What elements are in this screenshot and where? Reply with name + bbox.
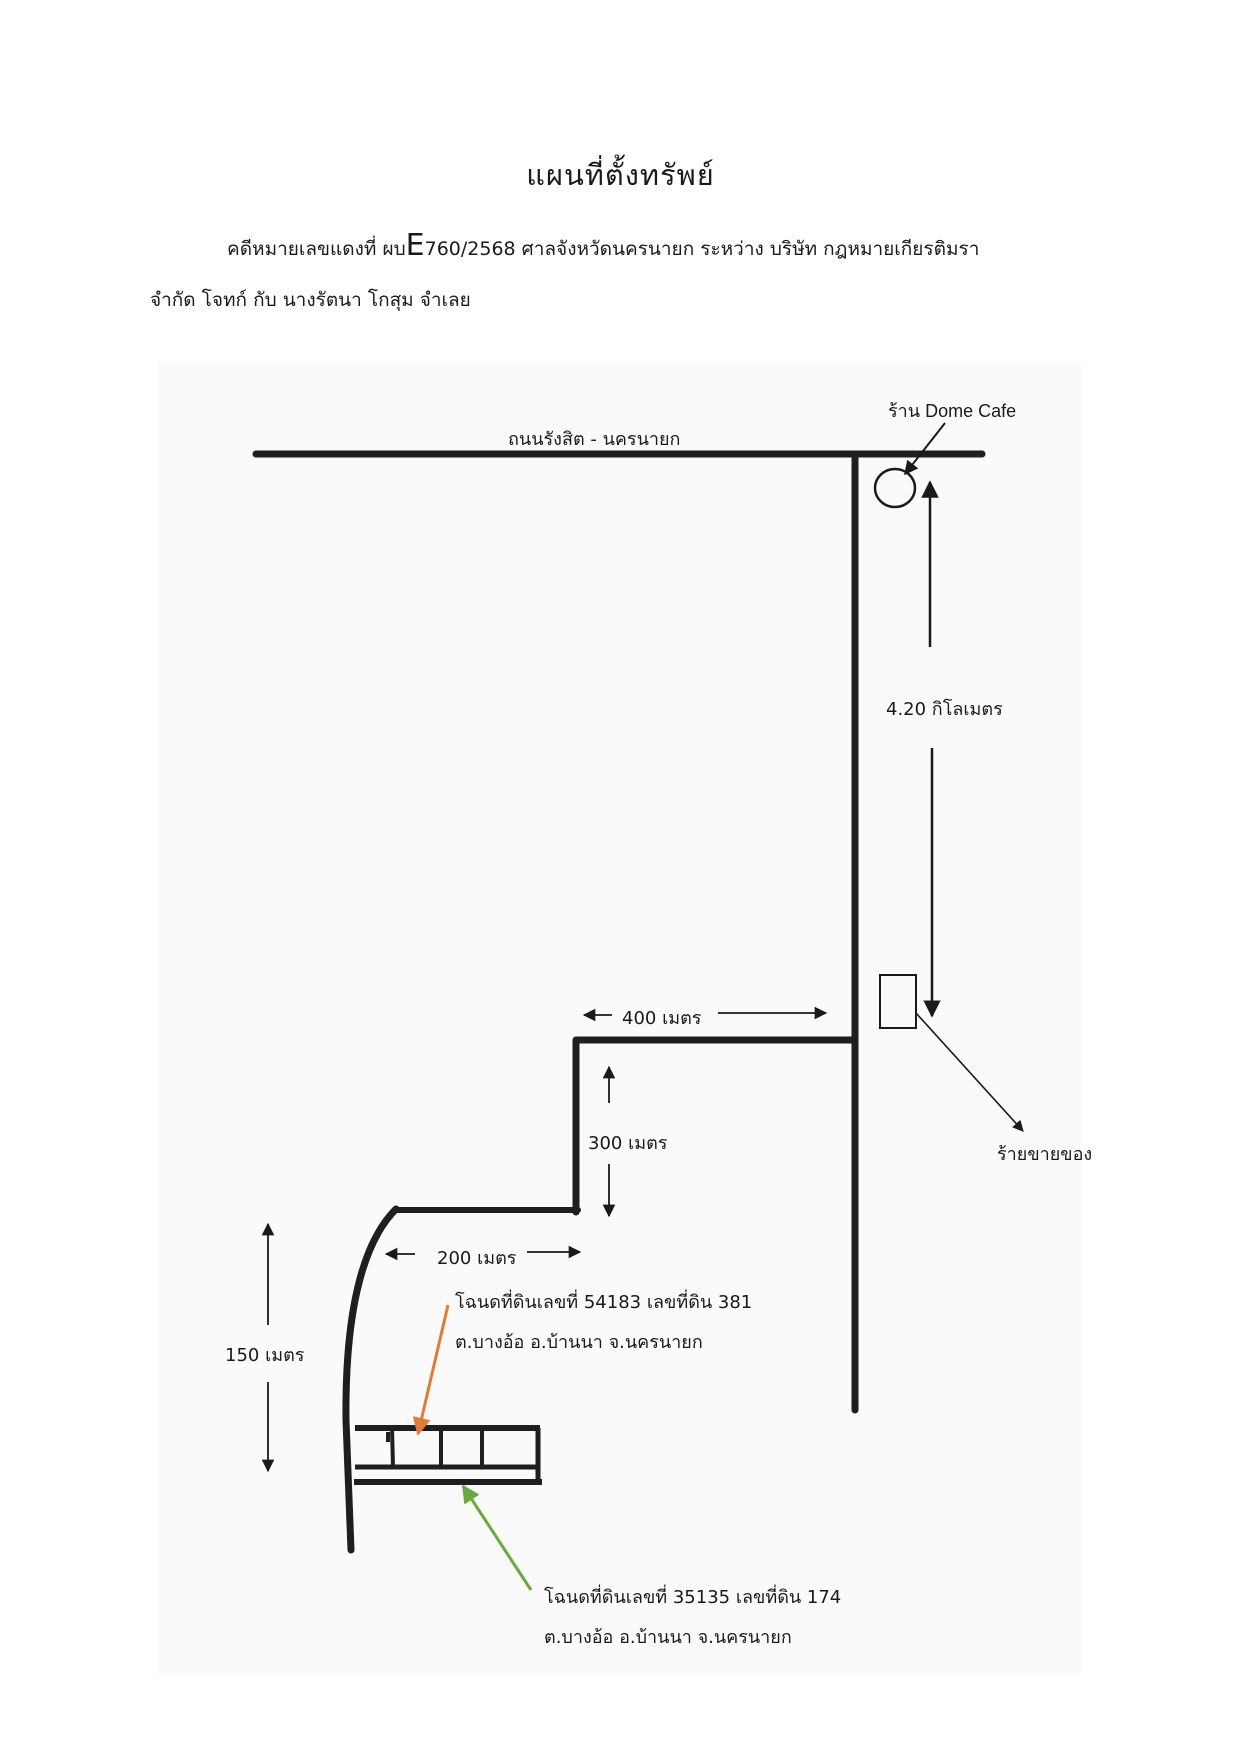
case-prefix: คดีหมายเลขแดงที่ ผบ xyxy=(227,238,406,260)
distance-400-label: 400 เมตร xyxy=(622,1008,702,1029)
case-line-1: คดีหมายเลขแดงที่ ผบE760/2568 ศาลจังหวัดน… xyxy=(227,228,979,264)
land-plots xyxy=(354,1425,542,1485)
case-rest: 760/2568 ศาลจังหวัดนครนายก ระหว่าง บริษั… xyxy=(424,238,980,260)
road-label: ถนนรังสิต - นครนายก xyxy=(508,429,681,450)
distance-4-20-label: 4.20 กิโลเมตร xyxy=(886,699,1003,720)
curved-road xyxy=(342,1205,400,1554)
distance-150-label: 150 เมตร xyxy=(225,1345,305,1366)
shop-label: ร้ายขายของ xyxy=(997,1144,1093,1165)
deed1-line1: โฉนดที่ดินเลขที่ 54183 เลขที่ดิน 381 xyxy=(455,1292,753,1313)
deed2-line2: ต.บางอ้อ อ.บ้านนา จ.นครนายก xyxy=(544,1627,792,1648)
cafe-marker xyxy=(873,467,917,509)
deed2-pointer-arrow xyxy=(461,1484,533,1591)
page-title: แผนที่ตั้งทรัพย์ xyxy=(526,158,715,192)
cafe-label: ร้าน Dome Cafe xyxy=(888,401,1017,421)
deed2-line1: โฉนดที่ดินเลขที่ 35135 เลขที่ดิน 174 xyxy=(544,1587,842,1608)
case-letter: E xyxy=(405,228,425,263)
deed1-pointer-arrow xyxy=(412,1304,450,1436)
case-line-2: จำกัด โจทก์ กับ นางรัตนา โกสุม จำเลย xyxy=(150,289,471,311)
distance-200-label: 200 เมตร xyxy=(437,1248,517,1269)
cafe-pointer-arrow xyxy=(904,422,946,476)
shop-marker xyxy=(879,974,917,1029)
shop-pointer-arrow xyxy=(915,1012,1024,1132)
location-map xyxy=(157,363,1081,1673)
deed1-line2: ต.บางอ้อ อ.บ้านนา จ.นครนายก xyxy=(455,1332,703,1353)
distance-300-label: 300 เมตร xyxy=(588,1133,668,1154)
